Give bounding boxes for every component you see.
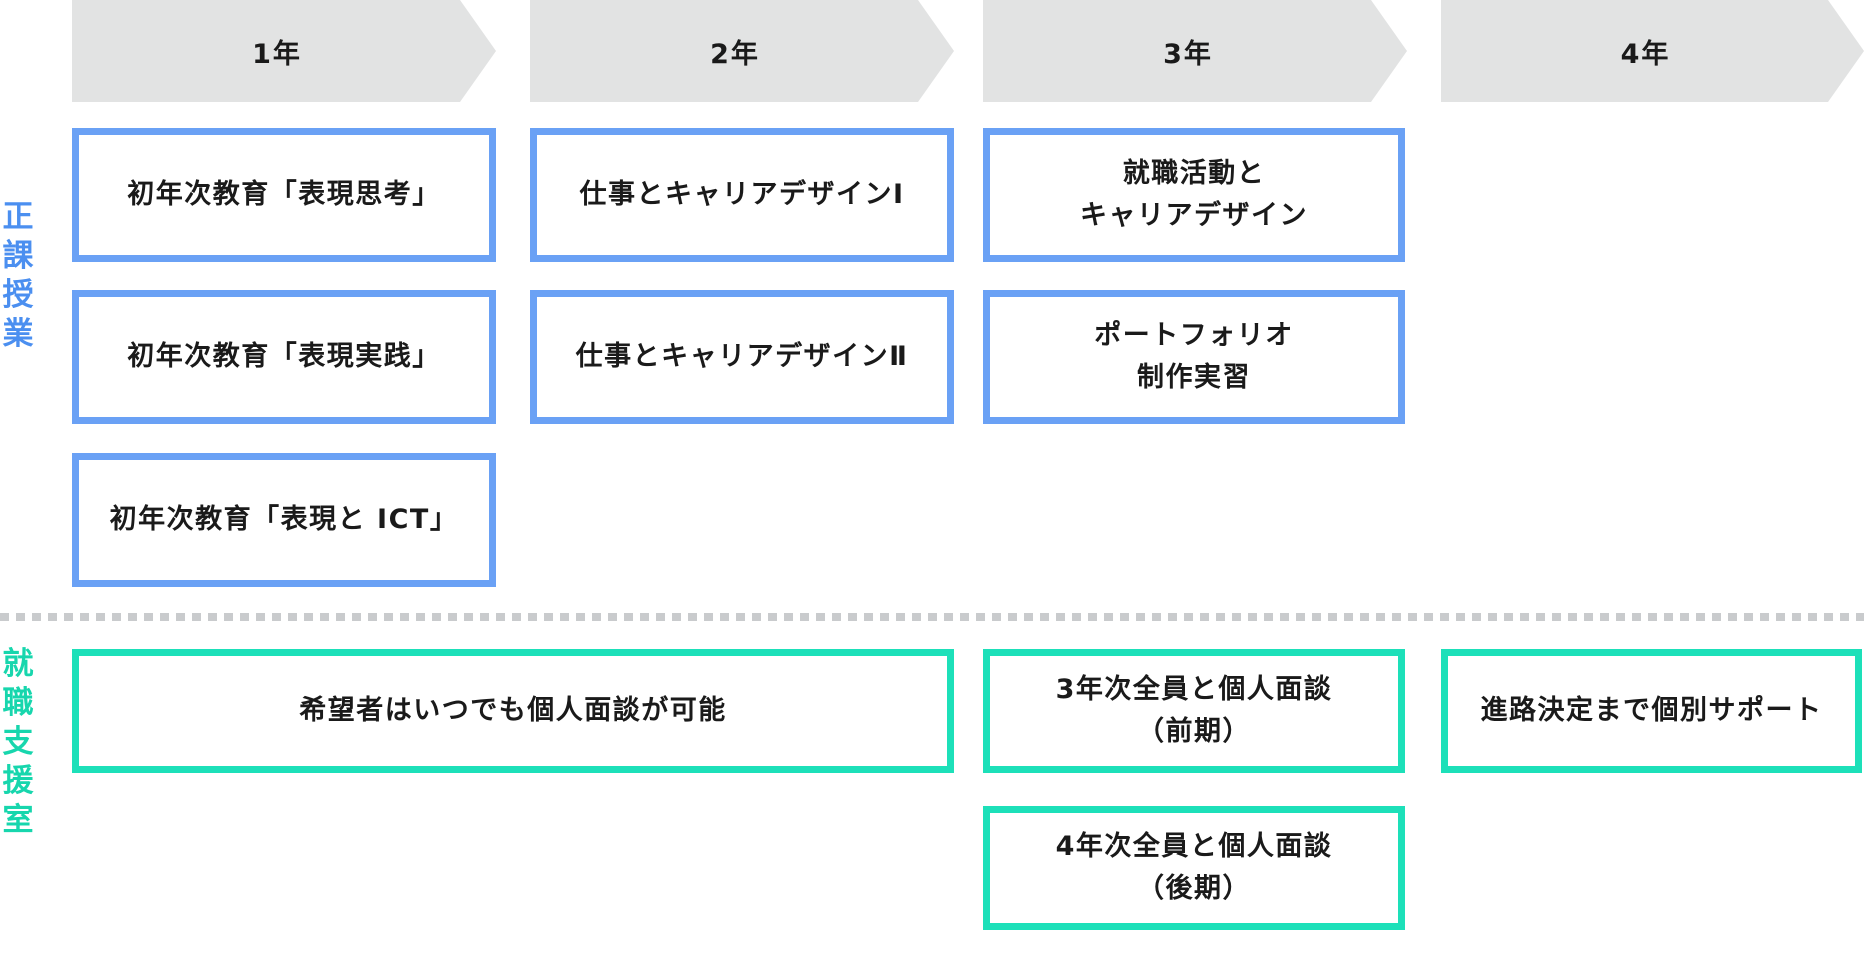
course-box-expression-ict: 初年次教育「表現と ICT」 bbox=[72, 453, 496, 587]
course-box-expression-practice: 初年次教育「表現実践」 bbox=[72, 290, 496, 424]
course-line: キャリアデザイン bbox=[1080, 200, 1308, 231]
support-box-individual-support: 進路決定まで個別サポート bbox=[1441, 649, 1862, 773]
section-label-career-support: 就 職 支 援 室 bbox=[2, 645, 34, 840]
year-label-2: 2年 bbox=[710, 38, 760, 70]
section-char: 正 bbox=[2, 199, 34, 235]
section-char: 授 bbox=[2, 277, 34, 313]
support-box-fourth-year-interview: 4年次全員と個人面談 （後期） bbox=[983, 806, 1405, 930]
section-divider bbox=[0, 613, 1864, 621]
section-char: 就 bbox=[2, 646, 34, 682]
course-line: 初年次教育「表現と ICT」 bbox=[109, 504, 459, 535]
section-char: 支 bbox=[2, 724, 34, 760]
year-label-3: 3年 bbox=[1163, 38, 1213, 70]
course-line: ポートフォリオ bbox=[1094, 320, 1294, 351]
course-line: 仕事とキャリアデザインⅠ bbox=[579, 179, 905, 210]
section-char: 室 bbox=[2, 802, 34, 838]
support-box-third-year-interview: 3年次全員と個人面談 （前期） bbox=[983, 649, 1405, 773]
year-header-3: 3年 bbox=[983, 0, 1407, 102]
section-char: 援 bbox=[2, 763, 34, 799]
year-header-1: 1年 bbox=[72, 0, 496, 102]
year-label-1: 1年 bbox=[252, 38, 302, 70]
course-box-career-design-2: 仕事とキャリアデザインⅡ bbox=[530, 290, 954, 424]
support-line: （後期） bbox=[1137, 873, 1251, 904]
course-box-portfolio-practice: ポートフォリオ 制作実習 bbox=[983, 290, 1405, 424]
course-box-job-hunting-career-design: 就職活動と キャリアデザイン bbox=[983, 128, 1405, 262]
support-line: 3年次全員と個人面談 bbox=[1055, 674, 1333, 705]
support-line: （前期） bbox=[1137, 716, 1251, 747]
year-header-2: 2年 bbox=[530, 0, 954, 102]
support-box-anytime-interview: 希望者はいつでも個人面談が可能 bbox=[72, 649, 954, 773]
year-label-4: 4年 bbox=[1620, 38, 1671, 70]
section-char: 業 bbox=[2, 316, 34, 352]
course-line: 就職活動と bbox=[1122, 158, 1266, 189]
course-line: 初年次教育「表現思考」 bbox=[127, 179, 441, 210]
course-line: 初年次教育「表現実践」 bbox=[127, 341, 441, 372]
section-label-regular-classes: 正 課 授 業 bbox=[2, 198, 34, 354]
section-char: 職 bbox=[2, 685, 34, 721]
section-char: 課 bbox=[2, 238, 34, 274]
course-box-career-design-1: 仕事とキャリアデザインⅠ bbox=[530, 128, 954, 262]
course-box-expression-thinking: 初年次教育「表現思考」 bbox=[72, 128, 496, 262]
support-line: 希望者はいつでも個人面談が可能 bbox=[299, 695, 727, 726]
course-line: 仕事とキャリアデザインⅡ bbox=[575, 341, 909, 372]
support-line: 4年次全員と個人面談 bbox=[1055, 831, 1333, 862]
year-header-4: 4年 bbox=[1441, 0, 1864, 102]
support-line: 進路決定まで個別サポート bbox=[1480, 695, 1823, 726]
course-line: 制作実習 bbox=[1137, 362, 1251, 393]
